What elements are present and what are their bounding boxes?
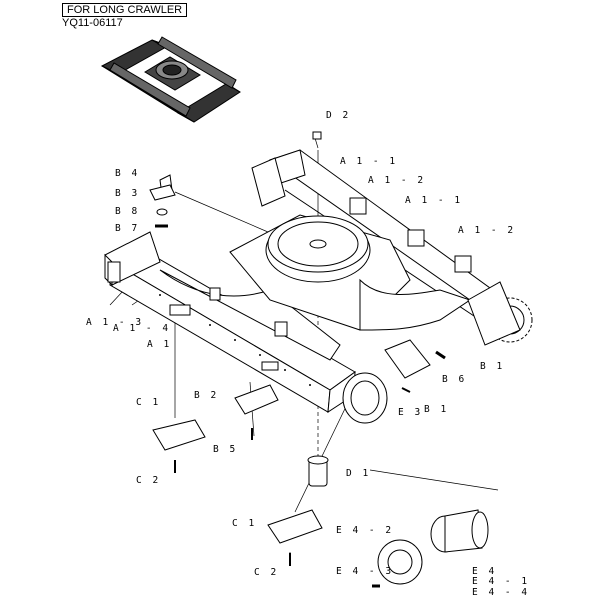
label-e4: E 4 bbox=[472, 566, 497, 577]
label-e4-3: E 4 - 3 bbox=[336, 566, 394, 577]
callout-labels: D 2 B 4 B 3 B 8 B 7 A 1 - 1 A 1 - 2 A 1 … bbox=[86, 110, 530, 598]
diagram-code: YQ11-06117 bbox=[62, 17, 123, 29]
label-a1-3: A 1 - 3 bbox=[86, 317, 144, 328]
label-c2-lower: C 2 bbox=[254, 567, 279, 578]
label-c2-upper: C 2 bbox=[136, 475, 161, 486]
label-b3: B 3 bbox=[115, 188, 140, 199]
label-e4-2: E 4 - 2 bbox=[336, 525, 394, 536]
label-e4-4: E 4 - 4 bbox=[472, 587, 530, 598]
label-b6: B 6 bbox=[442, 374, 467, 385]
label-e3: E 3 bbox=[398, 407, 423, 418]
label-a1-2-lower: A 1 - 2 bbox=[458, 225, 516, 236]
label-b7: B 7 bbox=[115, 223, 140, 234]
label-a1: A 1 bbox=[147, 339, 172, 350]
label-d1: D 1 bbox=[346, 468, 371, 479]
label-a1-2-upper: A 1 - 2 bbox=[368, 175, 426, 186]
diagram-title-box: FOR LONG CRAWLER bbox=[62, 3, 188, 17]
label-a1-1-upper: A 1 - 1 bbox=[340, 156, 398, 167]
label-b2: B 2 bbox=[194, 390, 219, 401]
label-a1-1-lower: A 1 - 1 bbox=[405, 195, 463, 206]
label-b5: B 5 bbox=[213, 444, 238, 455]
label-a1-4: A 1 - 4 bbox=[113, 323, 171, 334]
crawler-thumbnail bbox=[100, 36, 241, 123]
label-c1-upper: C 1 bbox=[136, 397, 161, 408]
label-b4: B 4 bbox=[115, 168, 140, 179]
label-b1-right: B 1 bbox=[480, 361, 505, 372]
label-b1-cover: B 1 bbox=[424, 404, 449, 415]
label-e4-1: E 4 - 1 bbox=[472, 576, 530, 587]
main-frame bbox=[104, 149, 533, 424]
small-parts bbox=[149, 131, 489, 588]
label-b8: B 8 bbox=[115, 206, 140, 217]
label-c1-lower: C 1 bbox=[232, 518, 257, 529]
label-d2: D 2 bbox=[326, 110, 351, 121]
